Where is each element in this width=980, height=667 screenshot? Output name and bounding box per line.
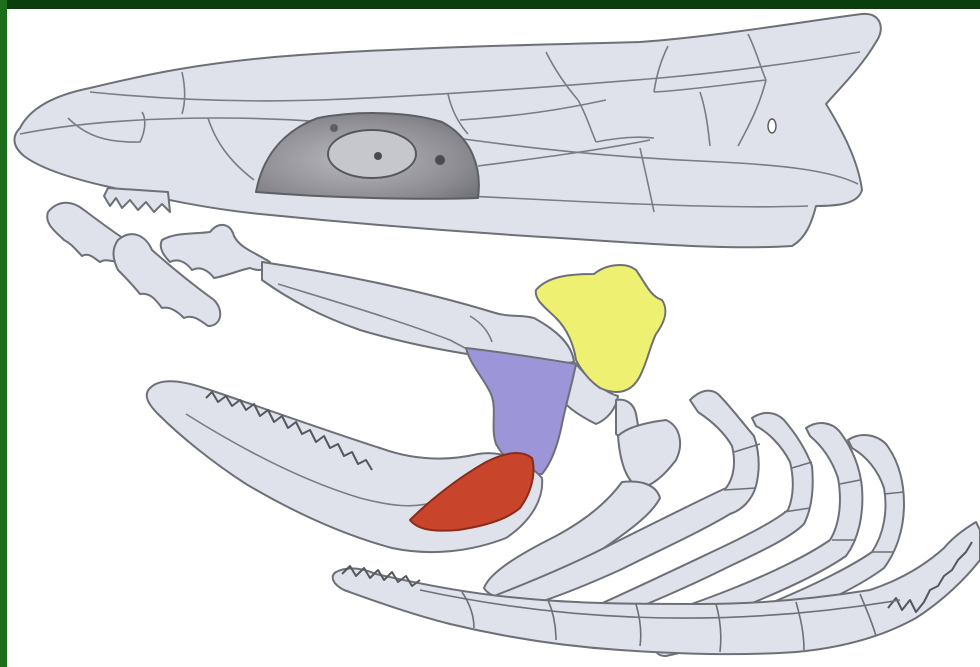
frame-left-bar: [0, 0, 7, 667]
premaxilla-teeth: [104, 188, 170, 212]
naris: [768, 119, 776, 133]
pore-spot: [330, 124, 338, 132]
pore-spot: [435, 155, 445, 165]
eye-outline: [328, 130, 416, 178]
eye-pupil: [374, 152, 382, 160]
frame-top-bar: [0, 0, 980, 9]
anterior-dermal-bones: [47, 203, 270, 326]
